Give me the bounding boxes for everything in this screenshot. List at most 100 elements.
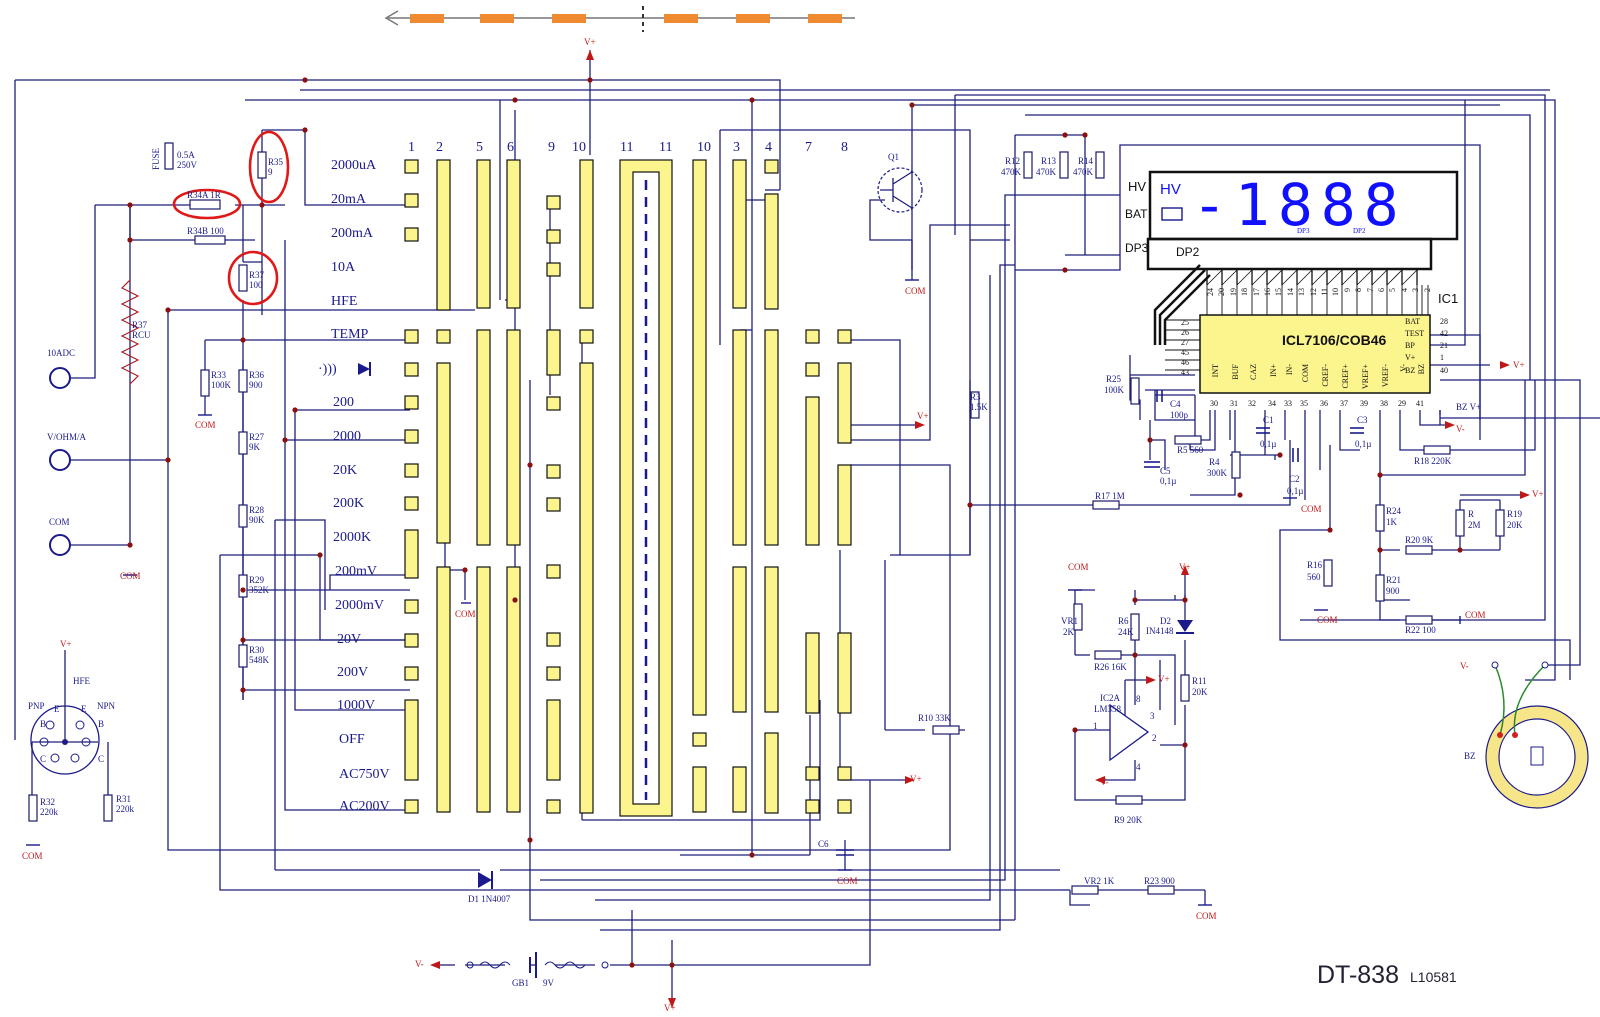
lcd-display xyxy=(1146,170,1459,271)
range-label: 20K xyxy=(333,463,358,478)
ic1-pin-number: 27 xyxy=(1181,338,1189,347)
ic1-pin-number: 21 xyxy=(1440,341,1448,350)
opamp-pin: 1 xyxy=(1093,721,1098,731)
range-label: 200V xyxy=(337,665,369,680)
c4-label: C4 xyxy=(1170,399,1181,409)
r29-label: R29 xyxy=(249,575,265,585)
ic1-pin-name: COM xyxy=(1301,364,1310,383)
r9-label: R9 20K xyxy=(1114,815,1143,825)
r11-value: 20K xyxy=(1192,687,1208,697)
ic1-pin-name: V+ xyxy=(1405,353,1416,362)
r32-value: 220k xyxy=(40,807,58,817)
column-number: 10 xyxy=(697,140,711,155)
ic1-pin-name: TEST xyxy=(1405,329,1425,338)
ic1-pin-number: 15 xyxy=(1274,288,1284,296)
r27-label: R27 xyxy=(249,432,265,442)
com-label: COM xyxy=(837,876,858,886)
vr2-label: VR2 1K xyxy=(1084,876,1115,886)
ic1-pin-name: CREF- xyxy=(1321,364,1330,387)
resistor-r37-rcu xyxy=(120,279,140,385)
d2-value: IN4148 xyxy=(1146,626,1174,636)
range-label: 2000mV xyxy=(335,598,384,613)
ic1-pin-name: BUF xyxy=(1231,364,1240,380)
column-number: 1 xyxy=(408,140,415,155)
ic1-pin-number: 19 xyxy=(1228,288,1238,296)
r11-label: R11 xyxy=(1192,676,1207,686)
ic1-designator: IC1 xyxy=(1438,291,1459,306)
diodes xyxy=(358,362,1194,889)
buzzer-label: BZ xyxy=(1464,751,1476,761)
range-label: 200K xyxy=(333,496,365,511)
ic1-pin-number: 8 xyxy=(1354,288,1364,292)
c1-label: C1 xyxy=(1263,415,1274,425)
fuse-label: FUSE xyxy=(151,148,161,171)
ic1-pin-number: 12 xyxy=(1308,288,1318,296)
r36-label: R36 xyxy=(249,370,265,380)
r12-label: R12 xyxy=(1005,156,1021,166)
column-number: 8 xyxy=(841,140,848,155)
ic1-pin-number: 17 xyxy=(1251,288,1261,296)
column-number: 9 xyxy=(548,140,555,155)
range-label: TEMP xyxy=(331,327,369,342)
r16-label: R16 xyxy=(1307,560,1323,570)
continuity-label: ·))) xyxy=(318,362,337,377)
buzzer xyxy=(1485,661,1589,809)
hfe-pin: E xyxy=(81,704,87,714)
range-label: OFF xyxy=(339,732,365,747)
ic1-pin-number: 9 xyxy=(1342,288,1352,292)
ic1-pin-number: 11 xyxy=(1320,288,1329,296)
r13-value: 470K xyxy=(1036,167,1056,177)
ic1-pin-number: 14 xyxy=(1285,288,1295,296)
hfe-pin: C xyxy=(40,754,47,764)
c5-label: C5 xyxy=(1160,466,1171,476)
ic1-pin-name: BP xyxy=(1405,341,1415,350)
hfe-pin: B xyxy=(40,719,47,729)
r20-label: R20 9K xyxy=(1405,535,1434,545)
com-label: COM xyxy=(455,609,476,619)
ic1-pin-number: 3 xyxy=(1411,288,1421,292)
pnp-label: PNP xyxy=(28,701,45,711)
vplus-label: V+ xyxy=(1179,562,1191,572)
column-number: 4 xyxy=(765,140,772,155)
r5-label: R5 560 xyxy=(1177,445,1204,455)
r34a-label: R34A 1R xyxy=(187,190,221,200)
lcd-hv: HV xyxy=(1160,181,1181,198)
vplus-label: V+ xyxy=(1532,489,1544,499)
column-number: 6 xyxy=(507,140,514,155)
ic1-pin-number: 39 xyxy=(1360,399,1368,408)
range-label: AC750V xyxy=(339,767,390,782)
ic1-pin-name: IN- xyxy=(1285,364,1294,376)
com-label: COM xyxy=(22,851,43,861)
range-label: 2000uA xyxy=(331,158,377,173)
ic1-pin-number: 33 xyxy=(1284,399,1292,408)
vplus-label: V+ xyxy=(917,411,929,421)
c6-label: C6 xyxy=(818,839,829,849)
opamp-pin: 2 xyxy=(1152,733,1157,743)
column-number: 10 xyxy=(572,140,586,155)
r3-value: 1.5K xyxy=(970,402,988,412)
capacitors xyxy=(836,390,1364,856)
column-number: 11 xyxy=(659,140,673,155)
wire-ladder xyxy=(204,360,244,700)
com-label: COM xyxy=(1068,562,1089,572)
hv-side-label: HV xyxy=(1128,179,1147,194)
c2-value: 0,1µ xyxy=(1287,486,1304,496)
r19-label: R19 xyxy=(1507,509,1523,519)
opamp-pin: 8 xyxy=(1136,694,1141,704)
junction-dots xyxy=(127,77,1463,968)
column-number: 7 xyxy=(805,140,812,155)
column-number: 3 xyxy=(733,140,740,155)
ic1-pin-number: 46 xyxy=(1181,358,1189,367)
vminus-label: V- xyxy=(1100,777,1109,787)
dp3-side-label: DP3 xyxy=(1125,241,1149,255)
com-label: COM xyxy=(1465,610,1486,620)
r18-label: R18 220K xyxy=(1414,456,1452,466)
r23-label: R23 900 xyxy=(1144,876,1175,886)
com-label: COM xyxy=(120,571,141,581)
display-bus xyxy=(1153,264,1429,371)
ic1-pin-number: 18 xyxy=(1240,288,1250,296)
ic1-pin-number: 35 xyxy=(1300,399,1308,408)
r-label: R xyxy=(1468,509,1475,519)
ic1-pin-number: 29 xyxy=(1398,399,1406,408)
opamp-ic2a xyxy=(1109,703,1150,762)
